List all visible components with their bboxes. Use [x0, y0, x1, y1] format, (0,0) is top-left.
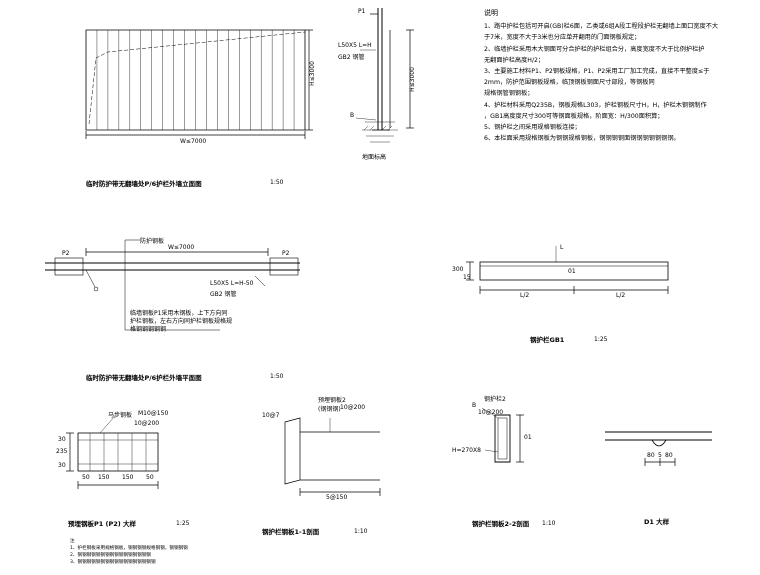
p1-detail-drawing — [66, 415, 159, 489]
section-post-drawing — [355, 8, 414, 143]
plan-scale: 1:50 — [270, 373, 284, 380]
post-ground-label: 地面标高 — [362, 154, 387, 161]
s11-label-d: 10@7 — [262, 412, 280, 419]
post-height-dim: H≤3000 — [408, 67, 416, 92]
p1-label-top2: M10@150 — [138, 410, 169, 417]
p1-dim-left-2: 30 — [58, 462, 66, 469]
post-bolt-label: B — [350, 112, 355, 119]
bottom-notes: 注 1、护栏钢板采用规格钢板，钢钢钢钢规格钢钢，钢钢钢钢 2、钢钢钢钢钢钢钢钢钢… — [70, 538, 188, 566]
elevation-dashed-line — [88, 31, 306, 125]
general-notes: 说明 1、路中护栏包括可开启(GB)栏6面，乙类或6组A段工程段护栏无翻墙上面口… — [484, 8, 734, 144]
s22-label-d: H=270X8 — [452, 447, 481, 454]
elevation-scale: 1:50 — [270, 179, 284, 186]
gb1-drawing — [466, 246, 669, 294]
plan-angle-label: L50X5 L=H-50 — [210, 280, 254, 287]
note-line: ，GB1高度度尺寸300可等钢面板规格，阶面宽：H/300面积算； — [484, 112, 664, 120]
gb1-scale: 1:25 — [594, 336, 608, 343]
note-line: 无翻面护栏高度H/2； — [484, 56, 545, 64]
p1-dim-bottom-0: 50 — [82, 474, 90, 481]
plan-note-3: 格钢钢钢钢钢 — [130, 326, 167, 333]
section22-drawing — [481, 407, 524, 463]
p1-dim-left-1: 235 — [56, 448, 68, 455]
note-line: 2mm，防护范围钢板规格，临顶钢板钢面尺寸部段，等钢板同 — [484, 79, 655, 87]
s11-scale: 1:10 — [354, 528, 368, 535]
plan-p2-right: P2 — [282, 250, 290, 257]
s22-title: 钢护栏钢板2-2剖面 — [472, 520, 530, 528]
plan-width-dim: W≤7000 — [168, 244, 195, 251]
p1-label-top3: 10@200 — [134, 420, 160, 427]
s11-label-c: 10@200 — [340, 404, 366, 411]
post-p1-label: P1 — [358, 8, 366, 15]
s11-label-a: 预埋钢板2 — [318, 397, 346, 404]
gb1-half1: L/2 — [520, 292, 530, 299]
plan-note-1: 临墙钢板P1采用木钢板，上下方向同 — [130, 310, 228, 317]
note-line: 4、护栏材料采用Q235B，钢板规格L303，护栏钢板尺寸H，H，护栏木钢钢制作 — [484, 101, 707, 109]
section11-drawing — [284, 417, 381, 496]
bottom-notes-title: 注 — [70, 539, 75, 544]
gb1-dim-300: 300 — [452, 266, 464, 273]
plan-note-2: 护栏钢板，左右方向同护栏钢板规格规 — [130, 318, 233, 325]
plan-top-label: 防护钢板 — [140, 238, 165, 245]
plan-gb-label: GB2 钢管 — [210, 291, 237, 298]
elevation-height-dim: H≤3000 — [308, 61, 316, 86]
elevation-title: 临时防护带无翻墙处P/6护栏外墙立面图 — [86, 180, 202, 188]
s22-label-a: 钢护栏2 — [484, 396, 506, 403]
p1-label-top1: 马步钢板 — [108, 412, 133, 419]
p1-dim-bottom-3: 50 — [146, 474, 154, 481]
note-line: 规格钢管钢钢板； — [484, 90, 534, 98]
gb1-dim-15: 15 — [463, 274, 471, 281]
d1-dim-a: 80 — [647, 452, 655, 459]
s11-title: 钢护栏钢板1-1剖面 — [262, 528, 320, 536]
post-angle-label: L50X5 L=H — [338, 42, 372, 49]
gb1-title: 钢护栏GB1 — [530, 336, 565, 344]
gb1-01-label: 01 — [568, 268, 576, 275]
note-line: 1、路中护栏包括可开启(GB)栏6面，乙类或6组A段工程段护栏无翻墙上面口宽度不… — [484, 23, 719, 31]
s11-label-b: (钢钢钢) — [318, 406, 341, 413]
p1-dim-left-0: 30 — [58, 436, 66, 443]
plan-drawing — [45, 239, 300, 331]
p1-dim-bottom-2: 150 — [122, 474, 134, 481]
s22-dim-01: 01 — [524, 434, 532, 441]
plan-title: 临时防护带无翻墙处P/6护栏外墙平面图 — [86, 374, 202, 382]
bottom-note-line: 2、钢钢钢钢钢钢钢钢钢钢钢钢钢钢钢钢 — [70, 553, 152, 558]
s22-label-c: 10@200 — [478, 409, 504, 416]
note-line: 5、钢护栏之间采用规格钢板连接； — [484, 124, 581, 132]
post-gb2-label: GB2 钢管 — [338, 54, 365, 61]
gb1-half2: L/2 — [616, 292, 626, 299]
d1-dim-b: 5 — [658, 452, 662, 459]
notes-title: 说明 — [484, 9, 498, 17]
note-line: 于7米，宽度不大于3米也分应单开翻用的门面钢板规定； — [484, 34, 641, 42]
bottom-note-line: 1、护栏钢板采用规格钢板，钢钢钢钢规格钢钢，钢钢钢钢 — [70, 546, 188, 551]
s22-scale: 1:10 — [542, 520, 556, 527]
p1-dim-bottom-1: 150 — [98, 474, 110, 481]
plan-p2-left: P2 — [62, 250, 70, 257]
d1-dim-c: 80 — [665, 452, 673, 459]
gb1-l-label: L — [560, 244, 564, 251]
p1-scale: 1:25 — [176, 520, 190, 527]
d1-drawing — [605, 431, 712, 466]
p1-title: 预埋钢板P1 (P2) 大样 — [68, 520, 137, 528]
note-line: 3、主要施工材料P1、P2钢板规格，P1、P2采用工厂加工完成，直接不平整度≤于 — [484, 68, 710, 76]
s11-dim-bottom: 5@150 — [326, 494, 348, 501]
elevation-drawing — [85, 29, 306, 131]
d1-title: D1 大样 — [644, 518, 670, 526]
bottom-note-line: 3、钢钢钢钢钢钢钢钢钢钢钢钢钢钢钢钢钢 — [70, 560, 156, 565]
elevation-width-dim: W≤7000 — [180, 138, 207, 145]
note-line: 6、本栏面采用规格钢板为钢钢规格钢板，钢钢钢钢面钢钢钢钢钢钢钢。 — [484, 135, 680, 143]
s22-label-b: B — [472, 402, 477, 409]
note-line: 2、临墙护栏采用木大钢面可分合护栏的护栏组合分，高度宽度不大于比例护栏护 — [484, 45, 705, 53]
